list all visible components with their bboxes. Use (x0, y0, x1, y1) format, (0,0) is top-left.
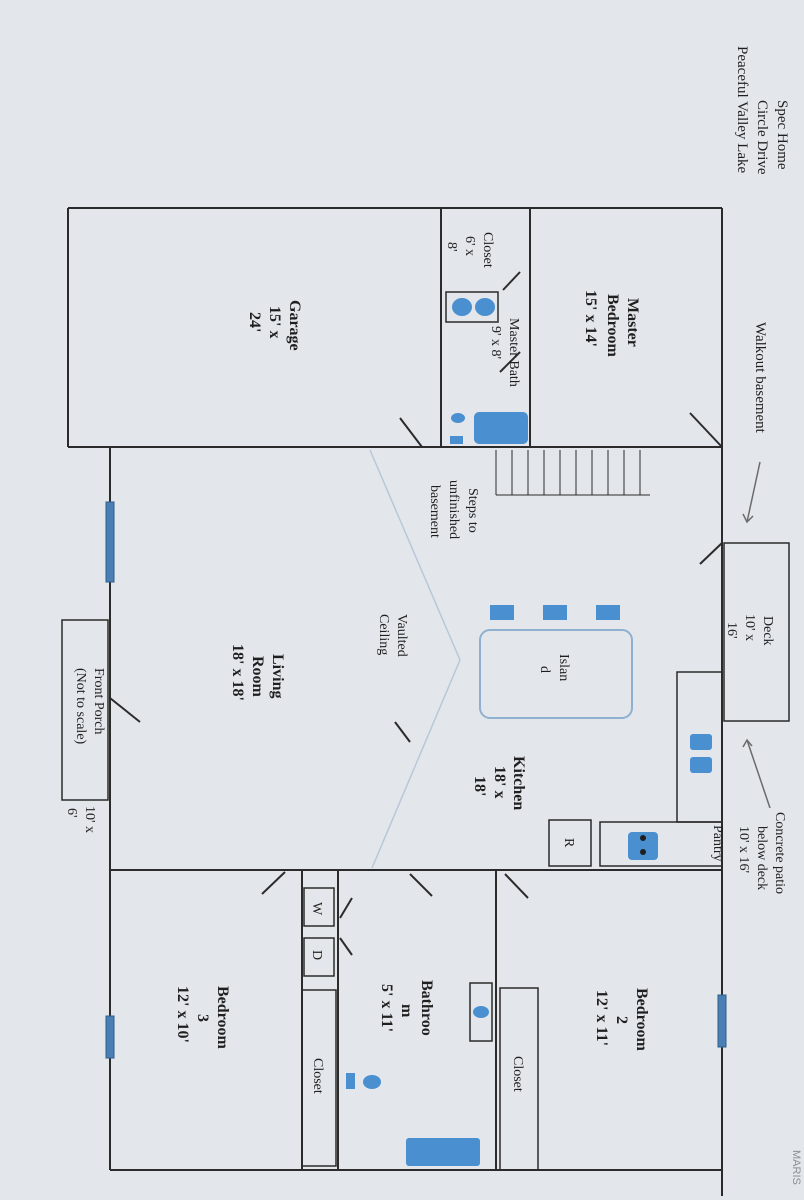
kitchen-line3: 18' (471, 776, 488, 796)
deck-and-counters (61, 291, 790, 1171)
kitchen-line2: 18' x (491, 766, 508, 798)
stairs (495, 450, 650, 496)
vaulted-note-line2: Ceiling (376, 614, 391, 655)
title-line3: Peaceful Valley Lake (734, 46, 750, 174)
steps-note-line3: basement (427, 485, 442, 538)
walls (67, 207, 723, 1196)
kitchen-line1: Kitchen (510, 756, 527, 810)
deck-line3: 16' (724, 622, 739, 639)
notes: Walkout basement Concrete patio below de… (376, 322, 787, 894)
bedroom2-closet-label: Closet (510, 1056, 525, 1092)
bedroom3-line1: Bedroom (214, 986, 231, 1049)
front-porch-line2: (Not to scale) (73, 668, 88, 745)
living-room-line1: Living (269, 654, 286, 698)
vaulted-ceiling-lines (369, 449, 461, 869)
bedroom2-line2: 2 (613, 1016, 630, 1024)
room-labels: Master Bedroom 15' x 14' Closet 6' x 8' … (64, 232, 775, 1094)
master-bedroom-dims: 15' x 14' (582, 290, 599, 347)
walkout-note: Walkout basement (752, 322, 768, 434)
range-burners (640, 835, 646, 855)
dryer-label: D (309, 950, 324, 960)
range-label: R (561, 838, 576, 848)
plumbing-fixtures (346, 298, 712, 1166)
windows (105, 501, 727, 1059)
front-porch-dims-line2: 6' (64, 808, 79, 818)
door-swings (109, 271, 723, 956)
patio-note-line3: 10' x 16' (736, 826, 751, 873)
steps-note-line2: unfinished (446, 480, 461, 539)
bathroom-line1: Bathroo (418, 980, 435, 1036)
deck-line1: Deck (760, 616, 775, 646)
master-bath-line2: 9' x 8' (488, 326, 503, 359)
steps-note-line1: Steps to (465, 488, 480, 533)
bedroom3-dims: 12' x 10' (174, 986, 191, 1043)
garage-line1: Garage (286, 300, 303, 351)
master-bedroom-line2: Bedroom (604, 294, 621, 357)
bedroom2-line1: Bedroom (633, 988, 650, 1051)
front-porch-dims-line1: 10' x (82, 806, 97, 833)
living-room-dims: 18' x 18' (229, 644, 246, 701)
closet-master-line1: Closet (480, 232, 495, 268)
pantry-label: Pantry (710, 825, 725, 862)
living-room-line2: Room (249, 656, 266, 698)
garage-line2: 15' x (266, 306, 283, 338)
front-porch-line1: Front Porch (91, 668, 106, 735)
watermark: MARIS (790, 1150, 802, 1185)
island-line1: Islan (556, 654, 571, 681)
bathroom-dims: 5' x 11' (378, 984, 395, 1032)
island-line2: d (537, 666, 552, 673)
master-bedroom-line1: Master (624, 298, 641, 347)
deck-line2: 10' x (742, 614, 757, 641)
bedroom2-dims: 12' x 11' (593, 990, 610, 1046)
kitchen-island (479, 629, 633, 719)
bathroom-line2: m (398, 1004, 415, 1018)
bedroom3-line2: 3 (194, 1014, 211, 1022)
title-line1: Spec Home (774, 100, 790, 170)
patio-note-line1: Concrete patio (772, 812, 787, 894)
vaulted-note-line1: Vaulted (394, 614, 409, 657)
patio-note-line2: below deck (754, 826, 769, 890)
washer-label: W (309, 902, 324, 916)
hall-closet-label: Closet (310, 1058, 325, 1094)
note-arrows (742, 461, 771, 809)
title-block: Spec Home Circle Drive Peaceful Valley L… (734, 46, 790, 175)
title-line2: Circle Drive (754, 100, 770, 175)
closet-master-line2: 6' x (462, 236, 477, 256)
garage-line3: 24' (246, 312, 263, 332)
master-bath-line1: Master Bath (506, 318, 521, 387)
closet-master-line3: 8' (444, 242, 459, 252)
